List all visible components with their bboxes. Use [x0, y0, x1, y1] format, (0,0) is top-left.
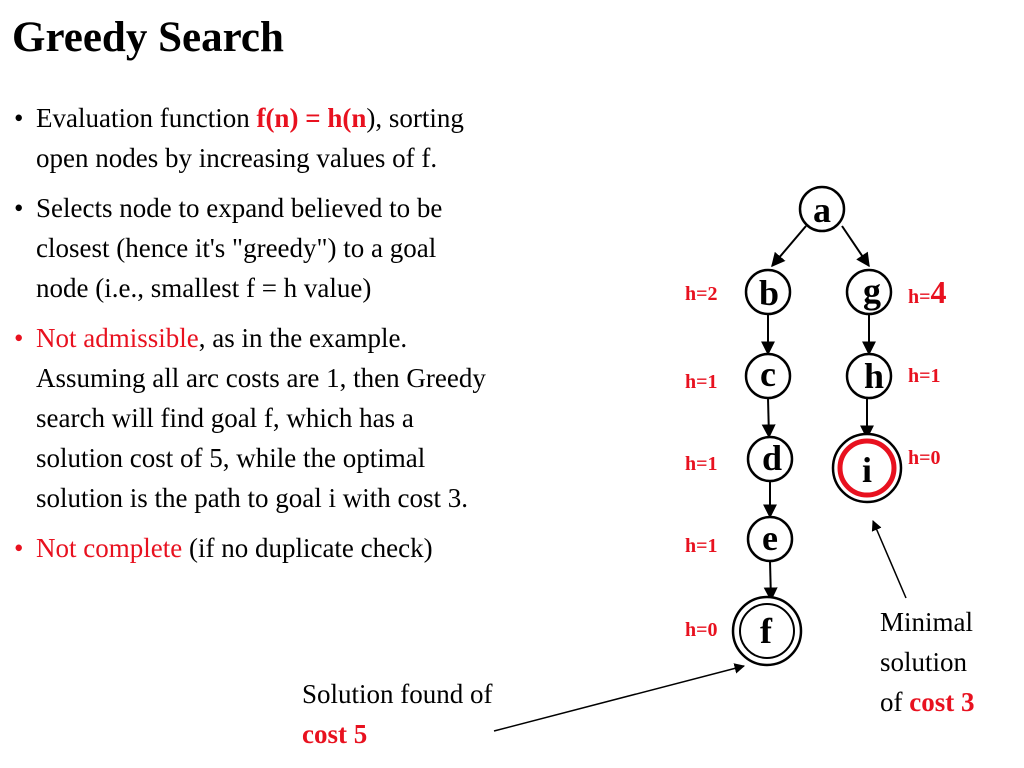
- node-g: g: [845, 268, 893, 316]
- heuristic-h: h=1: [908, 365, 941, 387]
- node-label: f: [760, 611, 773, 651]
- heuristic-prefix: h=: [908, 286, 931, 308]
- heuristic-g: h=4: [908, 274, 947, 310]
- note-line: Minimal: [880, 607, 973, 637]
- node-h: h: [845, 352, 893, 400]
- bullet-line: search will find goal f, which has a: [36, 403, 414, 433]
- edge-c-d: [761, 397, 776, 439]
- edge-a-b: [771, 225, 807, 268]
- bullet-line: Selects node to expand believed to be: [36, 193, 443, 223]
- bullet-line: solution is the path to goal i with cost…: [36, 483, 468, 513]
- note-text: of: [880, 687, 910, 717]
- node-label: g: [863, 271, 881, 311]
- heuristic-d: h=1: [685, 453, 718, 475]
- node-f-goal: f: [731, 595, 803, 667]
- heuristic-f: h=0: [685, 619, 718, 641]
- node-d: d: [746, 435, 794, 483]
- bullet-line: solution cost of 5, while the optimal: [36, 443, 426, 473]
- heuristic-b: h=2: [685, 283, 718, 305]
- note-line: of cost 3: [880, 682, 974, 722]
- bullet-line: Evaluation function f(n) = h(n), sorting: [36, 98, 614, 138]
- not-complete-text: Not complete: [36, 533, 183, 563]
- arrow-solution-found: [493, 663, 746, 732]
- note-line: solution: [880, 647, 968, 677]
- bullet-dot: •: [14, 533, 24, 563]
- node-label: e: [762, 518, 778, 558]
- bullet-line: node (i.e., smallest f = h value): [36, 273, 372, 303]
- bullet-dot: •: [14, 103, 24, 133]
- node-i-goal: i: [831, 432, 903, 504]
- bullet-line: Not complete (if no duplicate check): [36, 528, 614, 568]
- edge-e-f: [763, 560, 778, 602]
- bullet-dot: •: [14, 193, 24, 223]
- heuristic-c: h=1: [685, 371, 718, 393]
- bullet-text: Evaluation function: [36, 103, 257, 133]
- note-line: Solution found of: [302, 679, 493, 709]
- not-admissible-text: Not admissible: [36, 323, 199, 353]
- bullet-text: (if no duplicate check): [182, 533, 433, 563]
- bullet-line: closest (hence it's "greedy") to a goal: [36, 233, 437, 263]
- node-label: a: [813, 190, 831, 230]
- node-label: i: [862, 450, 872, 490]
- bullet-line: open nodes by increasing values of f.: [36, 143, 438, 173]
- node-c: c: [744, 352, 792, 400]
- node-label: b: [759, 273, 779, 313]
- note-cost: cost 5: [302, 719, 368, 749]
- bullet-not-complete: • Not complete (if no duplicate check): [14, 528, 614, 568]
- minimal-solution-note: Minimal solution of cost 3: [880, 602, 974, 722]
- node-e: e: [746, 515, 794, 563]
- node-label: h: [864, 356, 884, 396]
- solution-found-note: Solution found of cost 5: [302, 674, 493, 754]
- edge-a-g: [841, 225, 870, 268]
- bullet-list: • Evaluation function f(n) = h(n), sorti…: [14, 98, 614, 578]
- node-b: b: [744, 268, 792, 316]
- bullet-line: Assuming all arc costs are 1, then Greed…: [36, 363, 486, 393]
- heuristic-e: h=1: [685, 535, 718, 557]
- formula-text: f(n) = h(n: [256, 103, 367, 133]
- bullet-not-admissible: • Not admissible, as in the example. Ass…: [14, 318, 614, 518]
- bullet-selects-node: • Selects node to expand believed to be …: [14, 188, 614, 308]
- node-a: a: [798, 185, 846, 233]
- bullet-text: ), sorting: [366, 103, 464, 133]
- bullet-dot: •: [14, 323, 24, 353]
- bullet-text: , as in the example.: [198, 323, 408, 353]
- arrow-minimal-solution: [871, 520, 907, 599]
- heuristic-i: h=0: [908, 447, 941, 469]
- node-label: d: [762, 438, 782, 478]
- bullet-line: Not admissible, as in the example.: [36, 318, 614, 358]
- heuristic-value-large: 4: [931, 274, 947, 310]
- slide-title: Greedy Search: [12, 14, 284, 61]
- bullet-evaluation-function: • Evaluation function f(n) = h(n), sorti…: [14, 98, 614, 178]
- note-cost: cost 3: [909, 687, 975, 717]
- node-label: c: [760, 354, 776, 394]
